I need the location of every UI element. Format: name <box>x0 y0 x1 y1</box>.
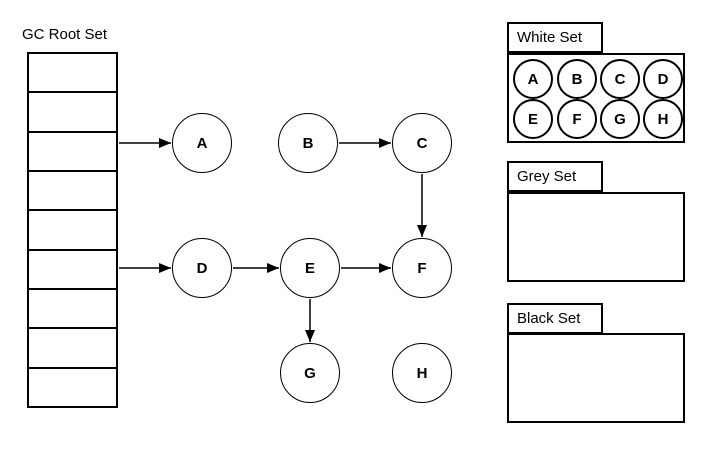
node-label: A <box>196 134 208 152</box>
gc-root-slot <box>29 130 116 170</box>
graph-node-b: B <box>278 113 338 173</box>
member-label: F <box>572 110 582 128</box>
white-set-member-g: G <box>600 99 640 139</box>
gc-root-slot <box>29 287 116 327</box>
grey-set-tab: Grey Set <box>507 161 603 192</box>
white-set-member-f: F <box>557 99 597 139</box>
white-set-member-b: B <box>557 59 597 99</box>
black-set-tab: Black Set <box>507 303 603 334</box>
white-set-member-h: H <box>643 99 683 139</box>
node-label: D <box>196 259 208 277</box>
white-set-box: A B C D E F G H <box>507 53 685 143</box>
white-set-member-a: A <box>513 59 553 99</box>
node-label: H <box>416 364 428 382</box>
member-label: E <box>527 110 538 128</box>
grey-set-box <box>507 192 685 282</box>
gc-root-slot <box>29 327 116 366</box>
graph-node-d: D <box>172 238 232 298</box>
white-set-member-c: C <box>600 59 640 99</box>
gc-root-slot <box>29 248 116 288</box>
gc-root-slot <box>29 91 116 130</box>
gc-root-slot <box>29 366 116 406</box>
gc-root-set-label: GC Root Set <box>22 26 108 43</box>
white-set-tab: White Set <box>507 22 603 53</box>
member-label: A <box>527 70 539 88</box>
gc-root-slot <box>29 54 116 91</box>
member-label: G <box>614 110 626 128</box>
white-set-member-e: E <box>513 99 553 139</box>
graph-node-a: A <box>172 113 232 173</box>
grey-set-label: Grey Set <box>517 168 577 185</box>
node-label: E <box>304 259 315 277</box>
member-label: D <box>657 70 669 88</box>
black-set-box <box>507 333 685 423</box>
black-set-label: Black Set <box>517 310 581 327</box>
node-label: C <box>416 134 428 152</box>
member-label: H <box>657 110 669 128</box>
graph-node-e: E <box>280 238 340 298</box>
gc-root-slot <box>29 209 116 248</box>
graph-node-c: C <box>392 113 452 173</box>
node-label: B <box>302 134 314 152</box>
member-label: B <box>571 70 583 88</box>
white-set-member-d: D <box>643 59 683 99</box>
graph-node-h: H <box>392 343 452 403</box>
white-set-label: White Set <box>517 29 583 46</box>
node-label: G <box>304 364 316 382</box>
gc-root-set-table <box>27 52 118 408</box>
graph-node-g: G <box>280 343 340 403</box>
member-label: C <box>614 70 626 88</box>
gc-root-slot <box>29 169 116 209</box>
graph-node-f: F <box>392 238 452 298</box>
node-label: F <box>417 259 427 277</box>
